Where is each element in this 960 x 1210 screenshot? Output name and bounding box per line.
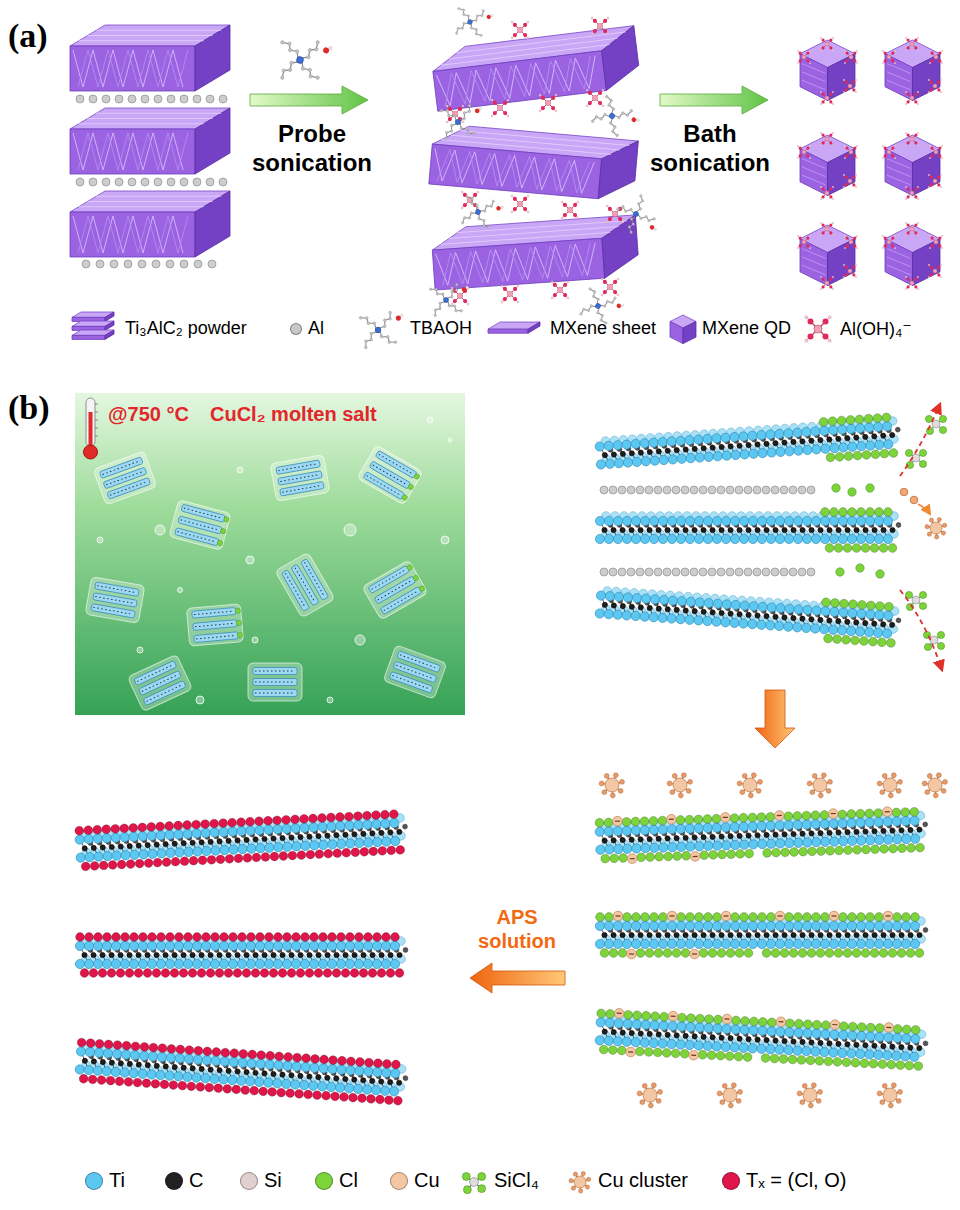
- figure: @750 °CCuCl₂ molten salt (a)Probe sonica…: [0, 0, 960, 1210]
